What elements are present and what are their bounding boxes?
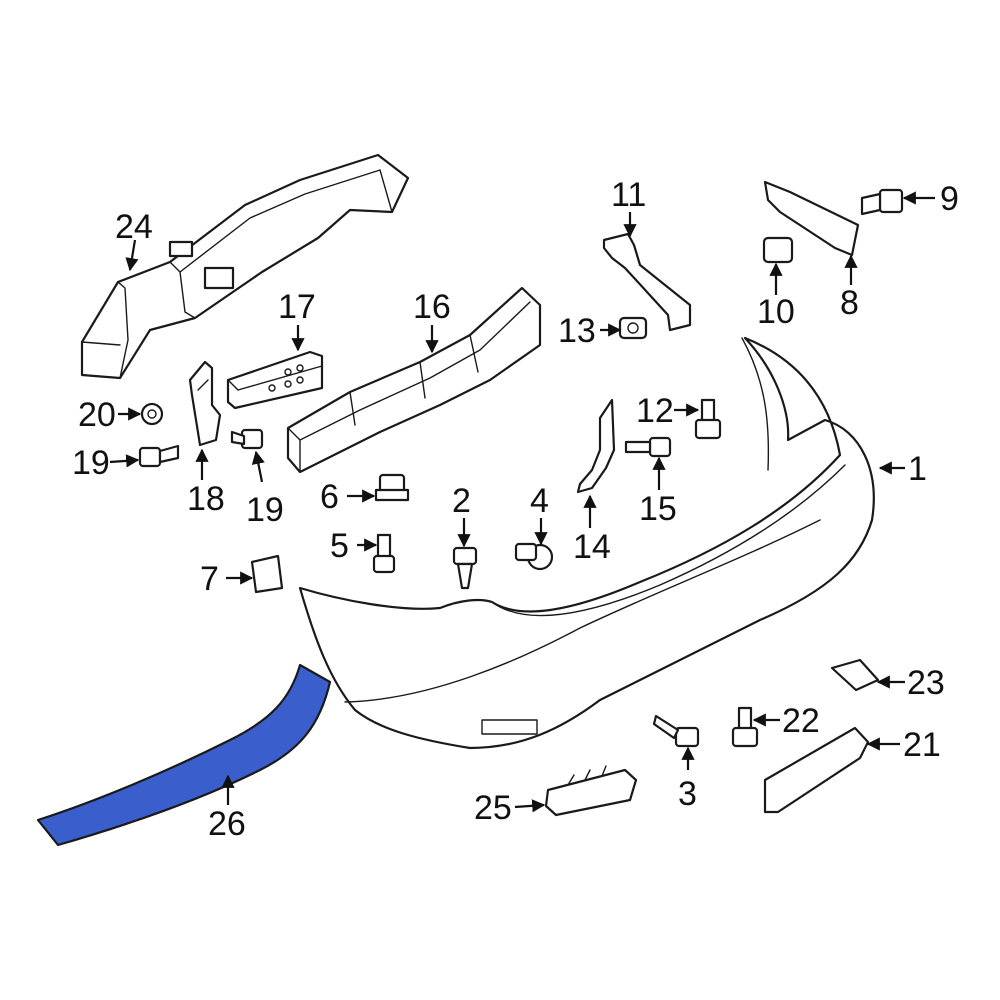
callout-6: 6	[320, 478, 339, 516]
part-4-clip[interactable]	[514, 542, 554, 571]
callout-19-left: 19	[72, 444, 110, 482]
callout-12: 12	[636, 392, 674, 430]
part-5-bolt[interactable]	[372, 533, 396, 574]
part-1-bumper-cover[interactable]	[298, 336, 875, 750]
callout-14: 14	[573, 528, 611, 566]
part-12-bolt[interactable]	[694, 398, 722, 440]
part-20-nut[interactable]	[140, 402, 164, 426]
callout-17: 17	[278, 288, 316, 326]
callout-labels: 1 2 3 4 5 6 7 8 9 10 11 12 13 14 15 16 1…	[72, 176, 959, 843]
part-14-bracket[interactable]	[576, 398, 616, 494]
part-23-clip[interactable]	[830, 658, 880, 692]
part-9-bolt[interactable]	[860, 188, 904, 216]
callout-11: 11	[611, 176, 646, 214]
callout-10: 10	[757, 293, 795, 331]
callout-2: 2	[452, 482, 471, 520]
part-22-bolt[interactable]	[731, 706, 759, 748]
callout-20: 20	[78, 396, 116, 434]
part-11-bracket[interactable]	[602, 232, 692, 332]
callout-1: 1	[908, 450, 927, 488]
part-3-bolt[interactable]	[652, 714, 700, 748]
callout-3: 3	[678, 775, 697, 813]
callout-22: 22	[782, 702, 820, 740]
part-17-bracket[interactable]	[226, 350, 324, 410]
part-6-clip[interactable]	[374, 473, 410, 502]
part-15-bolt[interactable]	[624, 436, 672, 458]
part-26-highlighted-strip[interactable]	[36, 663, 332, 847]
part-18-bracket[interactable]	[188, 360, 222, 447]
part-10-nut[interactable]	[762, 236, 794, 264]
callout-24: 24	[115, 208, 153, 246]
callout-7: 7	[200, 560, 219, 598]
part-21-reflector[interactable]	[763, 726, 870, 814]
callout-26: 26	[208, 805, 246, 843]
part-13-nut[interactable]	[618, 316, 648, 340]
part-8-strip[interactable]	[763, 180, 860, 257]
part-19-bolt-right[interactable]	[230, 428, 264, 450]
part-7-clip[interactable]	[250, 554, 284, 594]
callout-15: 15	[639, 490, 677, 528]
callout-18: 18	[187, 480, 225, 518]
part-19-bolt-left[interactable]	[138, 444, 180, 468]
callout-19-right: 19	[246, 491, 284, 529]
callout-23: 23	[907, 664, 945, 702]
part-2-screw[interactable]	[452, 546, 478, 590]
callout-25: 25	[474, 789, 512, 827]
callout-5: 5	[330, 527, 349, 565]
callout-13: 13	[558, 312, 596, 350]
leader-arrows	[109, 191, 935, 813]
part-24-frame-rail[interactable]	[80, 153, 410, 380]
callout-21: 21	[903, 726, 941, 764]
part-25-lamp[interactable]	[544, 765, 638, 817]
part-16-energy-absorber[interactable]	[286, 286, 542, 474]
callout-8: 8	[840, 284, 859, 322]
callout-16: 16	[413, 288, 451, 326]
callout-4: 4	[530, 482, 549, 520]
callout-9: 9	[940, 180, 959, 218]
